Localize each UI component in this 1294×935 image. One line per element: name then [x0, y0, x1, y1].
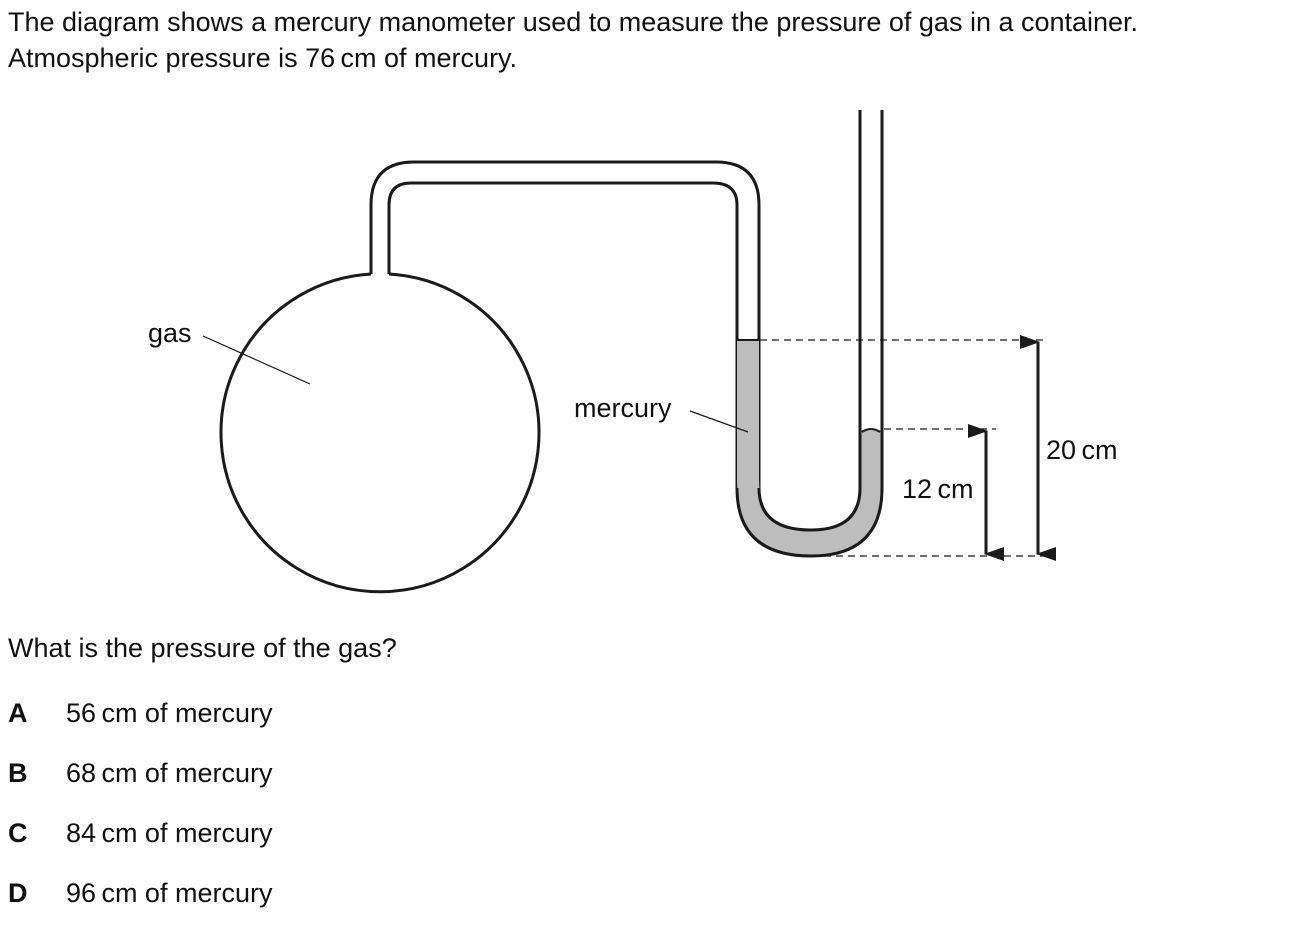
- tube-outer-wall: [369, 160, 761, 490]
- mercury-level-right: [861, 428, 881, 433]
- question-prompt: What is the pressure of the gas?: [8, 633, 397, 663]
- u-bend-inner: [757, 487, 862, 532]
- option-text: 56 cm of mercury: [66, 698, 273, 728]
- stem-line-2: Atmospheric pressure is 76 cm of mercury…: [8, 43, 518, 73]
- height-label-20: 20 cm: [1046, 435, 1117, 465]
- option-d[interactable]: D 96 cm of mercury: [8, 875, 272, 935]
- answer-options: A 56 cm of mercury B 68 cm of mercury C …: [8, 695, 272, 935]
- tube-inner-wall: [387, 181, 739, 490]
- stem-line-1: The diagram shows a mercury manometer us…: [8, 7, 1139, 37]
- u-bend-outer: [735, 487, 884, 558]
- option-letter: A: [8, 698, 28, 728]
- option-a[interactable]: A 56 cm of mercury: [8, 695, 272, 755]
- option-letter: D: [8, 878, 28, 908]
- gas-label: gas: [148, 318, 192, 348]
- option-b[interactable]: B 68 cm of mercury: [8, 755, 272, 815]
- height-label-12: 12 cm: [902, 474, 973, 504]
- gas-leader-line: [202, 335, 311, 385]
- mercury-label: mercury: [574, 393, 672, 423]
- option-text: 84 cm of mercury: [66, 818, 273, 848]
- option-c[interactable]: C 84 cm of mercury: [8, 815, 272, 875]
- reference-lines: [760, 339, 1048, 557]
- option-letter: C: [8, 818, 28, 848]
- question-stem: The diagram shows a mercury manometer us…: [8, 4, 1294, 76]
- u-bend: [735, 487, 884, 558]
- mercury-column: [737, 340, 882, 556]
- mercury-leader-line: [689, 410, 749, 433]
- flask-outline: [219, 272, 541, 594]
- connecting-tube: [369, 160, 761, 490]
- open-arm: [858, 110, 884, 492]
- gas-container: [219, 272, 541, 594]
- option-letter: B: [8, 758, 28, 788]
- option-text: 68 cm of mercury: [66, 758, 273, 788]
- option-text: 96 cm of mercury: [66, 878, 273, 908]
